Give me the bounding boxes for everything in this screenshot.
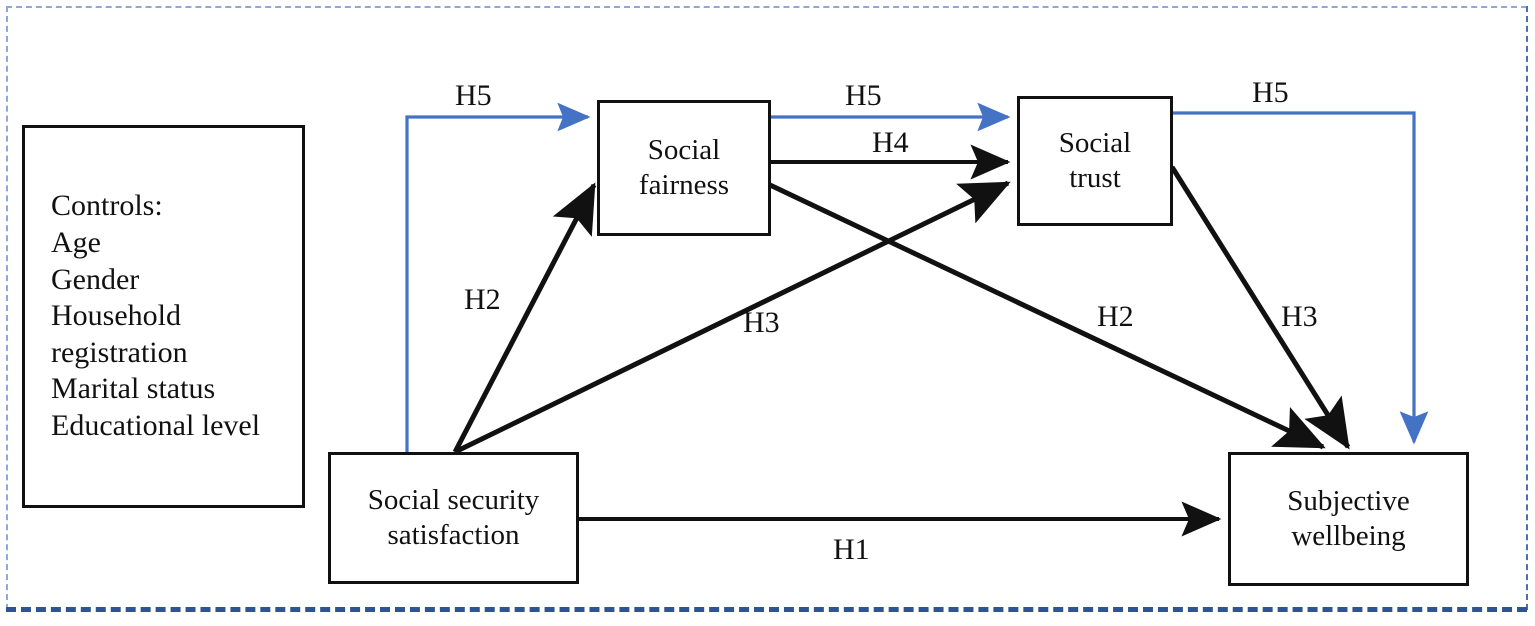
controls-box-text: Controls: Age Gender Household registrat… <box>51 189 261 442</box>
edge-label-h2-left: H2 <box>464 283 501 316</box>
edge-h2-security-to-fairness <box>452 182 597 454</box>
edge-label-h5-mid: H5 <box>845 79 882 112</box>
edge-label-h2-right: H2 <box>1097 300 1134 333</box>
edge-label-h4: H4 <box>872 126 909 159</box>
node-social-security-satisfaction-label: Social security satisfaction <box>367 483 540 551</box>
edge-label-h3-left: H3 <box>743 306 780 339</box>
edge-h5-trust-to-wellbeing <box>1173 111 1429 445</box>
node-subjective-wellbeing[interactable]: Subjective wellbeing <box>1228 452 1469 586</box>
edge-label-h5-left: H5 <box>455 79 492 112</box>
controls-box[interactable]: Controls: Age Gender Household registrat… <box>22 125 305 508</box>
frame-border-bottom <box>6 607 1527 612</box>
frame-border-left <box>6 6 8 610</box>
edge-label-h1: H1 <box>833 533 870 566</box>
node-social-fairness-label: Social fairness <box>638 133 730 201</box>
edge-h3-trust-to-wellbeing <box>1169 165 1351 450</box>
edge-label-h3-right: H3 <box>1281 300 1318 333</box>
node-subjective-wellbeing-label: Subjective wellbeing <box>1287 484 1410 552</box>
edge-label-h5-right: H5 <box>1252 76 1289 109</box>
node-social-fairness[interactable]: Social fairness <box>597 100 771 236</box>
node-social-trust[interactable]: Social trust <box>1017 96 1173 226</box>
node-social-trust-label: Social trust <box>1058 126 1132 194</box>
node-social-security-satisfaction[interactable]: Social security satisfaction <box>328 452 579 584</box>
frame-border-right <box>1526 6 1528 610</box>
frame-border-top <box>6 6 1527 8</box>
